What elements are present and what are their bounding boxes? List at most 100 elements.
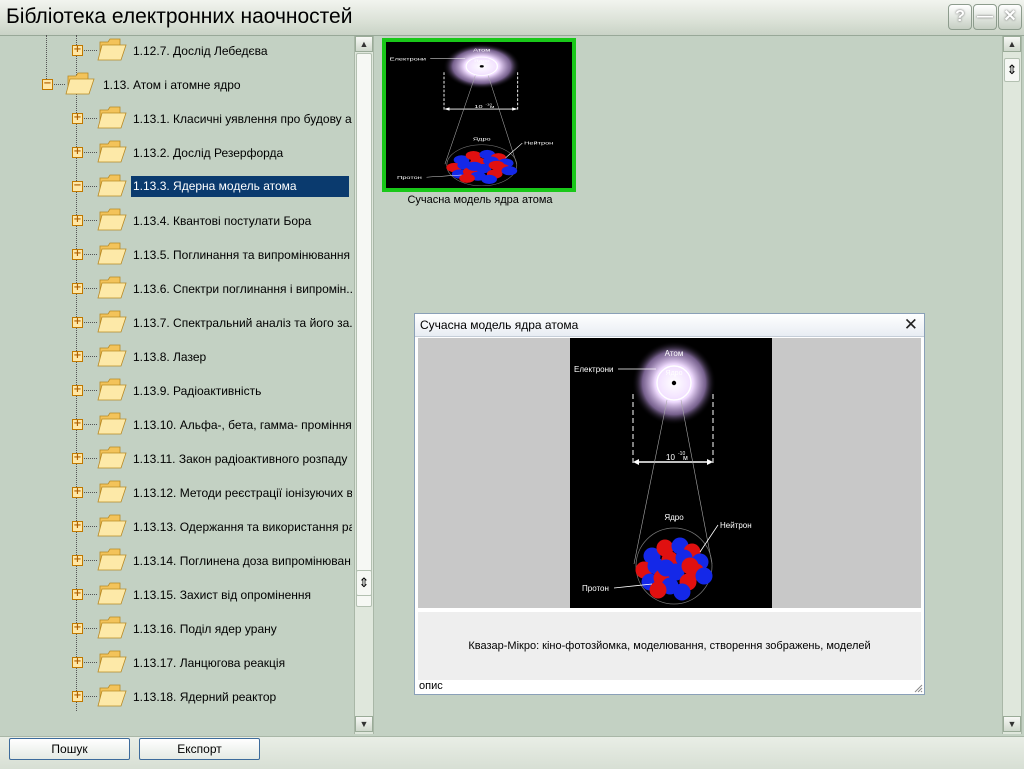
folder-icon[interactable] [97, 138, 127, 164]
folder-icon[interactable] [97, 580, 127, 606]
tree-item-label[interactable]: 1.13.4. Квантові постулати Бора [133, 214, 312, 228]
expand-icon[interactable]: + [72, 146, 83, 158]
export-button[interactable]: Експорт [139, 738, 260, 760]
expand-icon[interactable]: + [72, 588, 83, 600]
expand-icon[interactable]: + [72, 316, 83, 328]
close-button[interactable]: ✕ [998, 4, 1022, 30]
expand-icon[interactable]: + [72, 418, 83, 430]
tree-item[interactable]: +1.13.4. Квантові постулати Бора [0, 206, 352, 234]
tree-item[interactable]: +1.13.14. Поглинена доза випромінюван... [0, 546, 352, 574]
resize-grip-icon[interactable] [913, 683, 923, 693]
tree-item-label[interactable]: 1.13.15. Захист від опромінення [133, 588, 312, 602]
tree-item[interactable]: +1.13.13. Одержання та використання ра..… [0, 512, 352, 540]
content-scrollbar[interactable]: ▲ ⇕ ▼ [1002, 36, 1022, 734]
scroll-up-icon[interactable]: ▲ [1003, 36, 1021, 52]
collapse-icon[interactable]: − [72, 180, 83, 192]
tree-item-label[interactable]: 1.13.3. Ядерна модель атома [131, 176, 349, 197]
tree-item[interactable]: +1.13.1. Класичні уявлення про будову а.… [0, 104, 352, 132]
tree-item[interactable]: +1.13.8. Лазер [0, 342, 352, 370]
folder-icon[interactable] [97, 478, 127, 504]
folder-icon[interactable] [97, 206, 127, 232]
tree-item-label[interactable]: 1.13.7. Спектральний аналіз та його за..… [133, 316, 352, 330]
expand-icon[interactable]: + [72, 486, 83, 498]
expand-icon[interactable]: + [72, 384, 83, 396]
tree-item-label[interactable]: 1.13.13. Одержання та використання ра... [133, 520, 352, 534]
tree-item[interactable]: +1.13.17. Ланцюгова реакція [0, 648, 352, 676]
tree-item-label[interactable]: 1.13.12. Методи реєстрації іонізуючих в.… [133, 486, 352, 500]
tree-item-label[interactable]: 1.13.10. Альфа-, бета, гамма- проміння [133, 418, 352, 432]
scroll-thumb[interactable]: ⇕ [356, 570, 372, 596]
expand-icon[interactable]: + [72, 350, 83, 362]
folder-icon[interactable] [97, 240, 127, 266]
scroll-thumb[interactable]: ⇕ [1004, 58, 1020, 82]
search-button[interactable]: Пошук [9, 738, 130, 760]
scroll-down-icon[interactable]: ▼ [1003, 716, 1021, 732]
tree-item-label[interactable]: 1.13.18. Ядерний реактор [133, 690, 277, 704]
folder-icon[interactable] [97, 614, 127, 640]
collapse-icon[interactable]: − [42, 78, 53, 90]
tree-item[interactable]: +1.13.11. Закон радіоактивного розпаду [0, 444, 352, 472]
expand-icon[interactable]: + [72, 690, 83, 702]
expand-icon[interactable]: + [72, 112, 83, 124]
tree-item-label[interactable]: 1.13.16. Поділ ядер урану [133, 622, 277, 636]
tree-item[interactable]: +1.13.9. Радіоактивність [0, 376, 352, 404]
folder-open-icon[interactable] [65, 70, 95, 96]
folder-icon[interactable] [97, 444, 127, 470]
thumbnail-caption[interactable]: Сучасна модель ядра атома [407, 194, 553, 206]
tree-item-label[interactable]: 1.13.1. Класичні уявлення про будову а..… [133, 112, 352, 126]
tree-item[interactable]: +1.13.15. Захист від опромінення [0, 580, 352, 608]
folder-icon[interactable] [97, 648, 127, 674]
expand-icon[interactable]: + [72, 282, 83, 294]
tree-item-label[interactable]: 1.13.5. Поглинання та випромінювання ... [133, 248, 352, 262]
tree-item-label[interactable]: 1.13.14. Поглинена доза випромінюван... [133, 554, 352, 568]
folder-icon[interactable] [97, 274, 127, 300]
expand-icon[interactable]: + [72, 622, 83, 634]
scroll-up-icon[interactable]: ▲ [355, 36, 373, 52]
folder-icon[interactable] [97, 104, 127, 130]
tree-item[interactable]: +1.13.10. Альфа-, бета, гамма- проміння [0, 410, 352, 438]
expand-icon[interactable]: + [72, 452, 83, 464]
folder-icon[interactable] [97, 36, 127, 62]
tree-item-label[interactable]: 1.13.9. Радіоактивність [133, 384, 262, 398]
folder-icon[interactable] [97, 376, 127, 402]
expand-icon[interactable]: + [72, 248, 83, 260]
expand-icon[interactable]: + [72, 520, 83, 532]
folder-icon[interactable] [97, 342, 127, 368]
folder-icon[interactable] [97, 172, 127, 198]
tree-item-label[interactable]: 1.13.8. Лазер [133, 350, 207, 364]
scroll-track[interactable] [356, 53, 372, 607]
tree-item[interactable]: +1.13.6. Спектри поглинання і випромін..… [0, 274, 352, 302]
tree-item[interactable]: − 1.13. Атом і атомне ядро [0, 70, 352, 98]
expand-icon[interactable]: + [72, 656, 83, 668]
tree-item[interactable]: +1.13.2. Дослід Резерфорда [0, 138, 352, 166]
tree-item-label[interactable]: 1.12.7. Дослід Лебедєва [133, 44, 268, 58]
folder-icon[interactable] [97, 308, 127, 334]
folder-icon[interactable] [97, 546, 127, 572]
tree-item[interactable]: +1.13.18. Ядерний реактор [0, 682, 352, 710]
expand-icon[interactable]: + [72, 214, 83, 226]
description-tab[interactable]: опис [419, 680, 443, 692]
tree-item[interactable]: +1.12.7. Дослід Лебедєва [0, 36, 352, 64]
folder-icon[interactable] [97, 410, 127, 436]
expand-icon[interactable]: + [72, 44, 83, 56]
help-button[interactable]: ? [948, 4, 972, 30]
tree-item[interactable]: − 1.13.3. Ядерна модель атома [0, 172, 352, 200]
tree-item[interactable]: +1.13.7. Спектральний аналіз та його за.… [0, 308, 352, 336]
folder-icon[interactable] [97, 512, 127, 538]
scroll-down-icon[interactable]: ▼ [355, 716, 373, 732]
close-icon[interactable]: ✕ [903, 315, 918, 335]
tree-item[interactable]: +1.13.16. Поділ ядер урану [0, 614, 352, 642]
tree-item-label[interactable]: 1.13.17. Ланцюгова реакція [133, 656, 286, 670]
tree-item-label[interactable]: 1.13. Атом і атомне ядро [103, 78, 241, 92]
minimize-button[interactable]: — [973, 4, 997, 30]
tree-item[interactable]: +1.13.5. Поглинання та випромінювання ..… [0, 240, 352, 268]
expand-icon[interactable]: + [72, 554, 83, 566]
popup-title-bar[interactable]: Сучасна модель ядра атома ✕ [415, 314, 924, 337]
tree-item-label[interactable]: 1.13.2. Дослід Резерфорда [133, 146, 284, 160]
folder-icon[interactable] [97, 682, 127, 708]
tree-item[interactable]: +1.13.12. Методи реєстрації іонізуючих в… [0, 478, 352, 506]
tree-item-label[interactable]: 1.13.6. Спектри поглинання і випромін... [133, 282, 352, 296]
tree-scrollbar[interactable]: ▲ ⇕ ▼ [354, 36, 374, 734]
tree-item-label[interactable]: 1.13.11. Закон радіоактивного розпаду [133, 452, 348, 466]
